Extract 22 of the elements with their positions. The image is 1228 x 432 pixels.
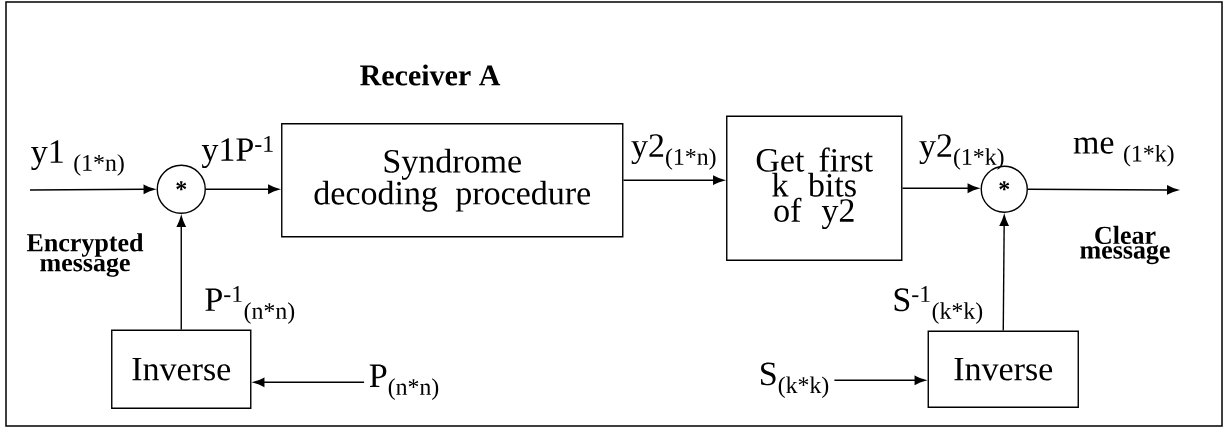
- process-box: Get first k bits of y2: [726, 115, 903, 261]
- process-box: Syndrome decoding procedure: [281, 123, 624, 238]
- arrow: [205, 184, 279, 194]
- edge-label: y2$_{(1*n)}$: [631, 134, 716, 170]
- edge-label: y1 $_{(1*n)}$: [31, 140, 124, 176]
- caption-text: Encrypted message: [26, 233, 144, 277]
- arrow: [176, 216, 186, 331]
- process-box: Inverse: [111, 329, 252, 409]
- arrow: [999, 215, 1009, 332]
- edge-label: me $_{(1*k)}$: [1073, 137, 1174, 167]
- arrow: [622, 175, 724, 185]
- caption-text: Clear message: [1080, 225, 1170, 265]
- arrow: [833, 375, 926, 385]
- signal-text: P$_{(n*n)}$: [369, 364, 439, 400]
- process-box: Inverse: [927, 330, 1079, 408]
- arrow: [29, 184, 155, 194]
- arrow: [253, 377, 365, 387]
- arrow: [901, 183, 979, 193]
- signal-text: S$_{(k*k)}$: [761, 362, 829, 398]
- edge-label: S$^{-1}$(k*k): [894, 286, 983, 324]
- arrow: [1027, 185, 1178, 195]
- edge-label: P$^{-1}$(n*n): [205, 286, 295, 324]
